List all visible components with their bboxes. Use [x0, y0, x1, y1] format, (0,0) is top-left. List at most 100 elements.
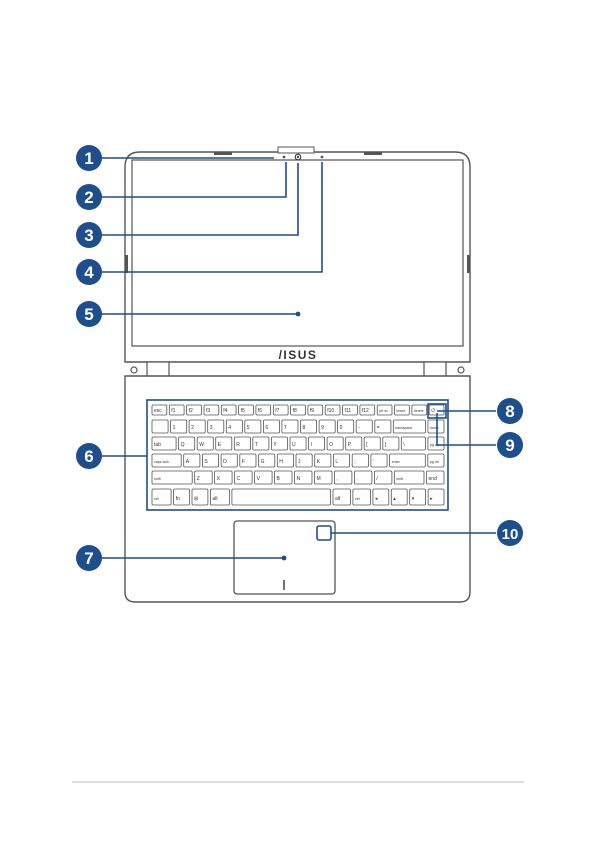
key-label-row1-6: 6 [265, 425, 268, 431]
key-label-row1-7: 7 [284, 425, 287, 431]
key-row2-13 [401, 437, 425, 450]
key-label-row5-3: alt [212, 496, 218, 502]
key-label-row1-13: backspace [395, 426, 412, 430]
key-label-row0-16: ⏻ [431, 408, 435, 414]
key-label-row4-0: shift [154, 477, 161, 481]
leader-dot-5 [296, 312, 301, 317]
callout-4: 4 [76, 259, 102, 285]
key-label-row4-3: C [237, 476, 241, 482]
key-label-row1-4: 4 [228, 425, 231, 431]
microphone-left [283, 156, 286, 159]
key-label-row0-6: f6 [258, 408, 262, 414]
key-label-row5-0: ctrl [154, 497, 159, 501]
antenna-right [364, 152, 382, 155]
key-label-row2-1: Q [181, 442, 185, 448]
key-label-row1-3: 3 [210, 425, 213, 431]
callout-10: 10 [497, 520, 523, 546]
key-label-row0-13: prt sc [379, 409, 388, 413]
callout-7: 7 [76, 545, 102, 571]
key-label-row3-4: F [242, 459, 245, 465]
callout-number-4: 4 [84, 263, 94, 282]
key-label-row2-4: R [236, 442, 240, 448]
key-label-row0-7: f7 [275, 408, 279, 414]
key-label-row0-2: f2 [189, 408, 193, 414]
key-label-row0-9: f9 [310, 408, 314, 414]
key-label-row4-1: Z [197, 476, 200, 482]
key-label-row1-8: 8 [303, 425, 306, 431]
key-label-row0-5: f5 [241, 408, 245, 414]
callout-number-10: 10 [502, 526, 519, 543]
key-label-row3-10: ; [354, 459, 355, 465]
key-label-row0-3: f3 [206, 408, 210, 414]
key-label-row3-11: ' [373, 459, 374, 465]
callout-2: 2 [76, 184, 102, 210]
key-label-row3-0: caps lock [154, 460, 169, 464]
key-label-row0-14: insert [397, 409, 406, 413]
callout-9: 9 [497, 432, 523, 458]
key-label-row0-11: f11 [345, 408, 352, 414]
key-label-row3-9: L [335, 459, 338, 465]
key-label-row2-5: T [255, 442, 258, 448]
callout-number-8: 8 [505, 402, 514, 421]
key-label-row0-4: f4 [223, 408, 227, 414]
key-label-row4-7: M [317, 476, 321, 482]
lid-top-tab [278, 147, 314, 153]
key-label-row2-2: W [199, 442, 204, 448]
key-label-row1-5: 5 [247, 425, 250, 431]
callout-number-5: 5 [84, 305, 93, 324]
key-label-row3-12: enter [392, 460, 401, 464]
callout-number-2: 2 [84, 188, 93, 207]
key-label-row1-12: = [377, 425, 380, 431]
key-label-row5-2: ⊞ [194, 496, 198, 502]
key-label-row2-8: I [311, 442, 312, 448]
callout-3: 3 [76, 222, 102, 248]
key-label-row1-2: 2 [191, 425, 194, 431]
key-label-row3-6: H [279, 459, 283, 465]
callout-number-7: 7 [84, 549, 93, 568]
callout-1: 1 [76, 145, 102, 171]
key-label-row4-8: , [336, 476, 337, 482]
key-label-row4-11: shift [396, 477, 403, 481]
camera-indicator [321, 156, 324, 159]
key-label-row1-1: 1 [173, 425, 176, 431]
callout-8: 8 [497, 398, 523, 424]
key-label-row0-10: f10 [327, 408, 334, 414]
key-label-row1-10: 0 [340, 425, 343, 431]
brand-logo: /ISUS [279, 348, 318, 362]
key-label-row1-9: 9 [321, 425, 324, 431]
fingerprint-sensor [317, 526, 331, 540]
callout-5: 5 [76, 301, 102, 327]
hinge-dot-right [458, 367, 464, 373]
key-label-row4-12: end [429, 476, 438, 482]
callout-number-9: 9 [505, 436, 514, 455]
callout-number-1: 1 [84, 149, 93, 168]
key-label-row0-12: f12 [362, 408, 369, 414]
lid-notch-right [467, 255, 470, 273]
key-label-row5-5: alt [335, 496, 341, 502]
keyboard: esc f1 f2 f3 f4 f5 f6 f7 f8 f9 f10 f11 f12 prt sc inse… [152, 405, 444, 505]
camera-lens [297, 156, 299, 158]
key-label-row3-13: pg dn [430, 460, 439, 464]
key-label-row0-1: f1 [171, 408, 175, 414]
antenna-left [214, 152, 232, 155]
key-label-row3-5: G [261, 459, 265, 465]
key-label-row4-9: . [356, 476, 357, 482]
callout-6: 6 [76, 443, 102, 469]
key-label-row0-15: delete [414, 409, 424, 413]
callout-number-6: 6 [84, 447, 93, 466]
lid-notch-left [125, 255, 128, 273]
key-label-row0-8: f8 [293, 408, 297, 414]
callout-number-3: 3 [84, 226, 93, 245]
key-label-row5-1: fn [176, 496, 180, 502]
key-label-row4-6: N [297, 476, 301, 482]
hinge-dot-left [131, 367, 137, 373]
leader-dot-7 [282, 556, 287, 561]
key-row5-4 [232, 489, 331, 505]
key-label-row5-6: ctrl [355, 497, 360, 501]
key-label-row0-0: esc [154, 408, 162, 414]
key-label-row2-9: O [329, 442, 333, 448]
key-label-row2-7: U [292, 442, 296, 448]
key-label-row2-0: tab [154, 442, 161, 448]
key-label-row3-3: D [223, 459, 227, 465]
